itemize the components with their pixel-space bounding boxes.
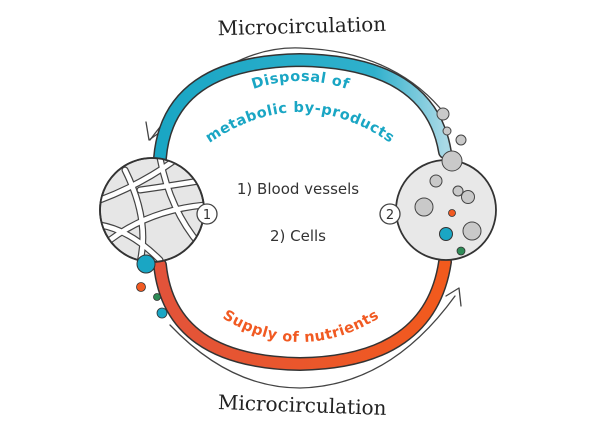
outer-arrow-bottom-head	[445, 287, 462, 307]
arc-top-label-2: metabolic by-products	[203, 100, 397, 146]
blue-arc	[154, 54, 451, 164]
badge-2-label: 2	[386, 208, 394, 223]
arc-bottom-label: Supply of nutrients	[220, 307, 382, 346]
outer-arrow-bottom	[169, 295, 456, 389]
orange-arc	[154, 256, 451, 370]
legend-item-1: 1) Blood vessels	[237, 180, 359, 198]
cells-disc	[395, 159, 497, 261]
waste-particles	[436, 107, 467, 172]
title-bottom: Microcirculation	[218, 390, 387, 420]
arc-top-label-1: Disposal of	[250, 69, 352, 93]
legend-item-2: 2) Cells	[270, 227, 326, 245]
badge-1: 1	[196, 203, 218, 225]
nutrient-particles	[136, 254, 168, 319]
orange-arc-outer	[153, 255, 452, 372]
badge-1-label: 1	[203, 208, 211, 223]
blood-vessels-disc	[99, 157, 205, 263]
title-top: Microcirculation	[217, 12, 386, 40]
badge-2: 2	[379, 203, 401, 225]
